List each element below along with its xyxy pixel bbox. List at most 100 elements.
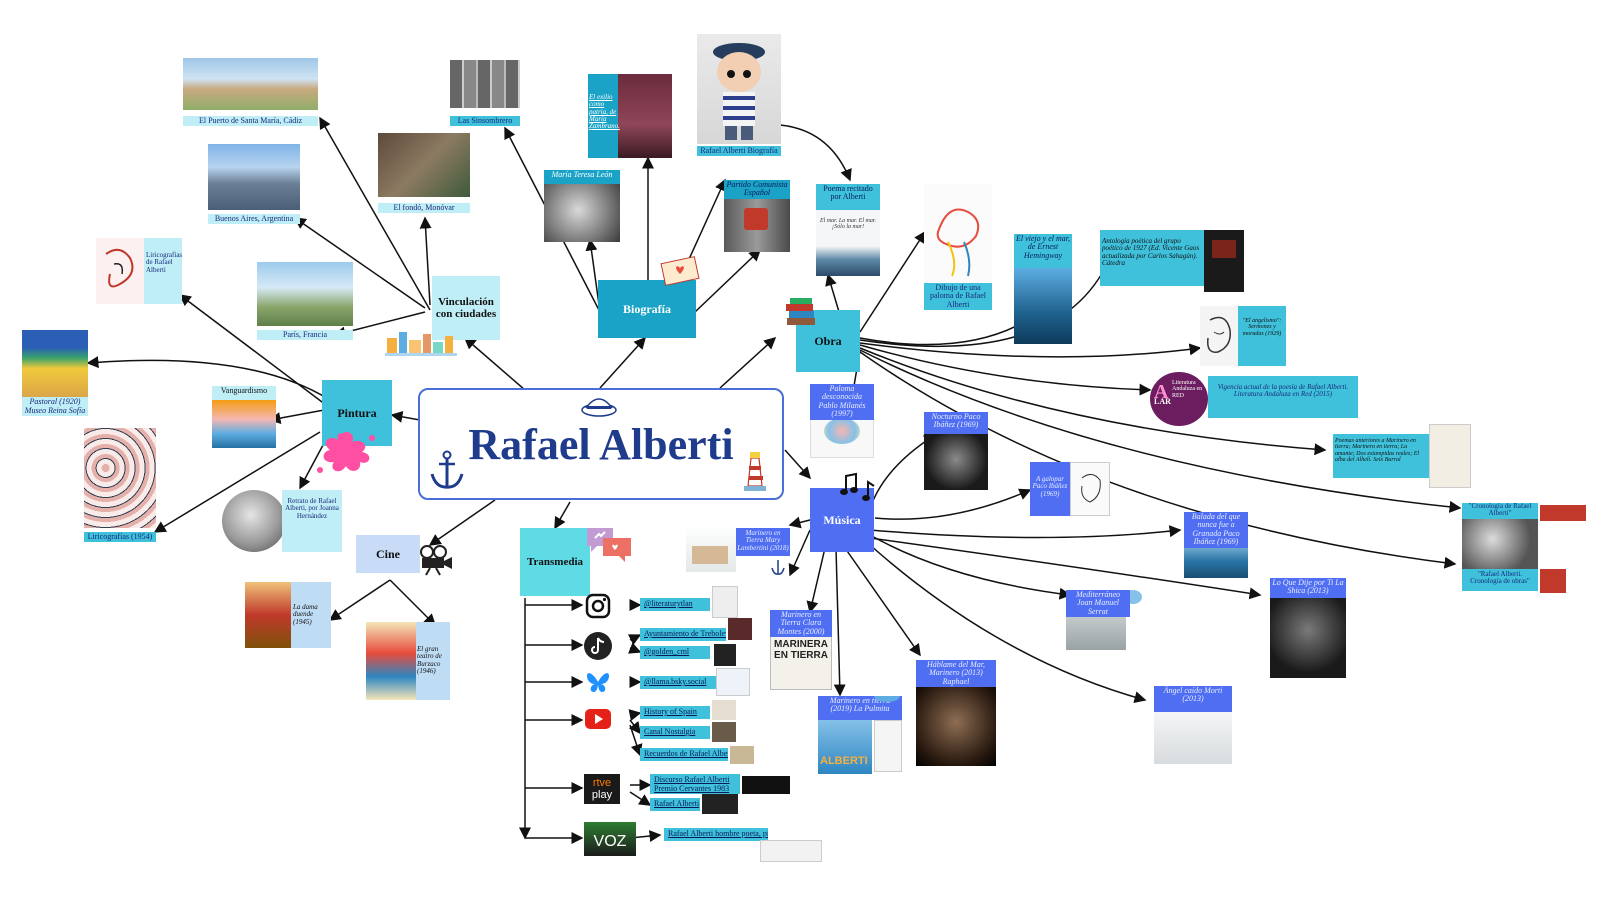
card-viejo-mar[interactable]: El viejo y el mar, de Ernest Hemingway xyxy=(1014,234,1072,344)
card-cronologia-obras-caption: "Rafael Alberti. Cronología de obras" xyxy=(1470,570,1530,586)
angelismos-drawing xyxy=(1206,316,1231,353)
card-vanguardismo[interactable]: Vanguardismo xyxy=(212,386,276,448)
card-lo-que-dije-caption: Lo Que Dije por Ti La Shica (2013) xyxy=(1270,578,1346,597)
card-zambrano[interactable]: El exilio como patria, de María Zambrano… xyxy=(588,74,672,158)
card-funko-biografia[interactable]: Rafael Alberti Biografía xyxy=(697,34,781,156)
card-lo-que-dije[interactable]: Lo Que Dije por Ti La Shica (2013) xyxy=(1270,578,1346,678)
topic-musica-label: Música xyxy=(823,512,861,527)
topic-pintura-label: Pintura xyxy=(337,405,377,420)
link-youtube1-label: History of Spain xyxy=(644,707,697,716)
card-poemas-anteriores[interactable]: Poemas anteriores a Marinero en tierra; … xyxy=(1333,424,1471,488)
link-instagram-label: @literaturytlan xyxy=(644,599,693,608)
link-tiktok2-label: @golden_cml xyxy=(644,647,690,656)
bluesky-thumbnail xyxy=(716,668,750,696)
rtve2-thumbnail xyxy=(702,794,738,814)
card-cronologia[interactable]: "Cronología de Rafael Alberti" "Rafael A… xyxy=(1462,503,1588,595)
card-cronologia-caption: "Cronología de Rafael Alberti" xyxy=(1468,503,1532,518)
voz-icon[interactable]: VOZ xyxy=(584,822,636,856)
link-rtve2-label: Rafael Alberti xyxy=(654,799,700,808)
card-paris-caption: París, Francia xyxy=(257,329,353,340)
card-retrato-joanna[interactable]: Retrato de Rafael Alberti, por Joanna He… xyxy=(222,490,342,552)
card-hablame-caption: Háblame del Mar, Marinero (2013) Raphael xyxy=(916,660,996,688)
voz-logo-text: VOZ xyxy=(593,833,627,850)
card-policia[interactable]: A galopar Paco Ibáñez (1969) xyxy=(1030,462,1110,516)
alar-logo-subtext: Literatura Andaluza en RED xyxy=(1172,380,1203,399)
link-youtube2-label: Canal Nostalgia xyxy=(644,727,696,736)
card-dibujo-paloma[interactable]: Dibujo de una paloma de Rafael Alberti xyxy=(924,184,992,310)
link-youtube-history[interactable]: History of Spain xyxy=(640,706,710,719)
voz-thumbnail xyxy=(760,840,822,862)
card-balada-caption: Balada del que nunca fue a Granada Paco … xyxy=(1184,512,1248,548)
card-buenos-aires[interactable]: Buenos Aires, Argentina xyxy=(208,144,300,224)
link-youtube-nostalgia[interactable]: Canal Nostalgia xyxy=(640,726,710,739)
link-rtve-discurso[interactable]: Discurso Rafael Alberti Premio Cervantes… xyxy=(650,774,740,794)
funko-figure-image xyxy=(713,43,765,140)
tiktok1-thumbnail xyxy=(728,618,752,640)
card-liricografias-alberti[interactable]: Liricografías de Rafael Alberti xyxy=(96,238,182,304)
card-puerto-santa-maria[interactable]: El Puerto de Santa María, Cádiz xyxy=(183,58,318,126)
card-fondo-monovar[interactable]: El fondó, Monóvar xyxy=(378,133,470,213)
youtube-icon[interactable] xyxy=(584,708,612,730)
link-youtube-recuerdos[interactable]: Recuerdos de Rafael Alberti xyxy=(640,748,728,761)
card-marinero-2019[interactable]: ALBERTI Marinero en tierra (2019) La Pul… xyxy=(818,696,902,774)
card-marinero-clara[interactable]: MARINERA EN TIERRA Marinero en Tierra Cl… xyxy=(770,610,832,690)
topic-cine[interactable]: Cine xyxy=(356,535,420,573)
alar-logo-text: LAR xyxy=(1154,397,1171,406)
card-balada[interactable]: Balada del que nunca fue a Granada Paco … xyxy=(1184,512,1248,578)
card-el-mar-text: El mar. La mar. El mar. ¡Sólo la mar! xyxy=(820,218,877,231)
card-hablame[interactable]: Háblame del Mar, Marinero (2013) Raphael xyxy=(916,660,996,766)
card-paloma-desconocida[interactable]: Paloma desconocida Pablo Milanés (1997) xyxy=(810,384,874,458)
card-pastoral[interactable]: Pastoral (1920) Museo Reina Sofía xyxy=(22,330,88,416)
topic-vinculacion[interactable]: Vinculación con ciudades xyxy=(432,276,500,340)
card-mediterraneo-caption: Mediterráneo Joan Manuel Serrat xyxy=(1066,590,1130,618)
card-marinero-mary-caption: Marinero en Tierra Mary Lambertini (2018… xyxy=(737,529,789,552)
link-tiktok-golden[interactable]: @golden_cml xyxy=(640,646,710,659)
card-angel-caido[interactable]: Ángel caído Morti (2013) xyxy=(1154,686,1232,764)
card-paris[interactable]: París, Francia xyxy=(257,262,353,340)
card-antologia[interactable]: Antología poética del grupo poético de 1… xyxy=(1100,230,1248,292)
topic-transmedia[interactable]: Transmedia xyxy=(520,528,590,596)
paint-splash-icon xyxy=(317,431,375,473)
card-marinero-clara-caption: Marinero en Tierra Clara Montes (2000) xyxy=(770,610,832,638)
card-dama-duende[interactable]: La dama duende (1945) xyxy=(245,582,331,648)
youtube2-thumbnail xyxy=(712,722,736,742)
link-voz-label: Rafael Alberti hombre poeta, pintor xyxy=(668,829,768,838)
link-youtube3-label: Recuerdos de Rafael Alberti xyxy=(644,749,728,758)
link-tiktok-ayuntamiento[interactable]: Ayuntamiento de Treboleva xyxy=(640,628,726,641)
card-gran-teatro[interactable]: El gran teatro de Burzaco (1946) xyxy=(366,622,450,700)
card-maria-teresa[interactable]: María Teresa León xyxy=(544,170,620,242)
card-angelismos[interactable]: "El angelismo": Sermones y moradas (1929… xyxy=(1200,306,1286,366)
bluesky-icon[interactable] xyxy=(584,670,612,696)
card-puerto-caption: El Puerto de Santa María, Cádiz xyxy=(183,115,318,126)
link-bluesky[interactable]: @llama.bsky.social xyxy=(640,676,716,689)
tiktok-glyph xyxy=(591,637,605,654)
link-tiktok1-label: Ayuntamiento de Treboleva xyxy=(644,629,726,638)
link-rtve1-label: Discurso Rafael Alberti Premio Cervantes… xyxy=(654,775,730,793)
anchor-icon xyxy=(430,450,464,489)
liricografia-drawing xyxy=(105,248,134,288)
card-liricografias-1954[interactable]: Liricografías (1954) xyxy=(84,428,156,542)
card-nocturno[interactable]: Nocturno Paco Ibáñez (1969) xyxy=(924,412,988,490)
link-rtve-alberti[interactable]: Rafael Alberti xyxy=(650,798,700,811)
link-instagram[interactable]: @literaturytlan xyxy=(640,598,710,611)
card-dibujo-paloma-caption: Dibujo de una paloma de Rafael Alberti xyxy=(924,282,992,310)
topic-transmedia-label: Transmedia xyxy=(526,556,584,568)
card-mediterraneo[interactable]: Mediterráneo Joan Manuel Serrat xyxy=(1066,590,1142,650)
card-sinsombrero[interactable]: Las Sinsombrero xyxy=(450,60,520,126)
film-camera-icon xyxy=(420,545,452,576)
central-title: Rafael Alberti xyxy=(468,419,734,469)
rtve-logo-text: rtve xyxy=(592,777,612,789)
card-vigencia[interactable]: A LAR Literatura Andaluza en RED Vigenci… xyxy=(1150,372,1358,426)
rtve-play-icon[interactable]: rtve play xyxy=(584,774,620,804)
card-dama-duende-caption: La dama duende (1945) xyxy=(293,603,318,626)
topic-biografia[interactable]: Biografía xyxy=(598,280,696,338)
topic-pintura[interactable]: Pintura xyxy=(322,380,392,446)
card-poemas-anteriores-caption: Poemas anteriores a Marinero en tierra; … xyxy=(1335,438,1420,463)
card-partido-comunista[interactable]: Partido Comunista Español xyxy=(724,180,790,252)
card-marinero-mary[interactable]: Marinero en Tierra Mary Lambertini (2018… xyxy=(686,528,790,578)
instagram-icon[interactable] xyxy=(584,592,612,620)
card-poema-recitado[interactable]: El mar. La mar. El mar. ¡Sólo la mar! Po… xyxy=(816,184,880,276)
link-voz[interactable]: Rafael Alberti hombre poeta, pintor xyxy=(664,828,768,841)
card-liricografias-1954-caption: Liricografías (1954) xyxy=(84,531,156,542)
zambrano-book-cover xyxy=(618,74,672,158)
